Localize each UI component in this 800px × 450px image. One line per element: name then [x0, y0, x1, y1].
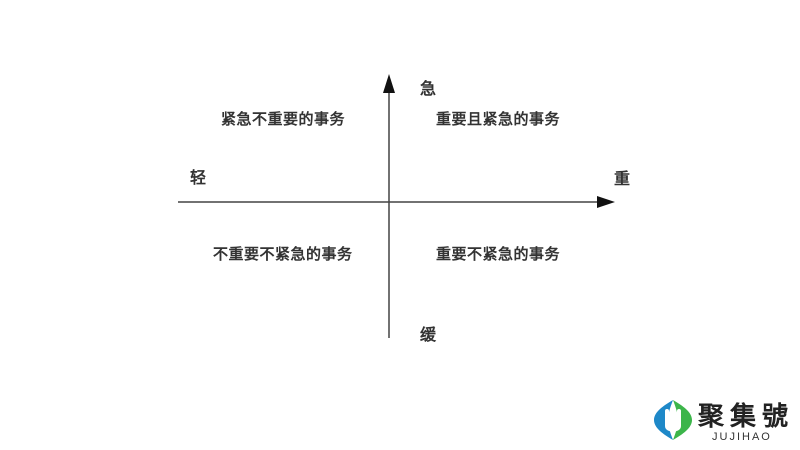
- quadrant-bottom-right: 重要不紧急的事务: [436, 245, 561, 263]
- vertical-arrowhead-icon: [383, 74, 395, 93]
- axis-label-light: 轻: [190, 168, 207, 187]
- logo-name: 聚集號: [698, 402, 795, 432]
- axis-label-heavy: 重: [614, 169, 631, 188]
- logo-mark-icon: [654, 400, 692, 440]
- quadrant-top-left: 紧急不重要的事务: [221, 110, 346, 128]
- jujihao-logo: 聚集號 JUJIHAO: [652, 396, 800, 450]
- quadrant-bottom-left: 不重要不紧急的事务: [213, 245, 353, 263]
- logo-subtitle: JUJIHAO: [712, 431, 772, 443]
- axis-label-slow: 缓: [420, 325, 437, 344]
- quadrant-top-right: 重要且紧急的事务: [436, 110, 561, 128]
- horizontal-arrowhead-icon: [597, 196, 615, 208]
- axis-label-urgent: 急: [420, 79, 437, 98]
